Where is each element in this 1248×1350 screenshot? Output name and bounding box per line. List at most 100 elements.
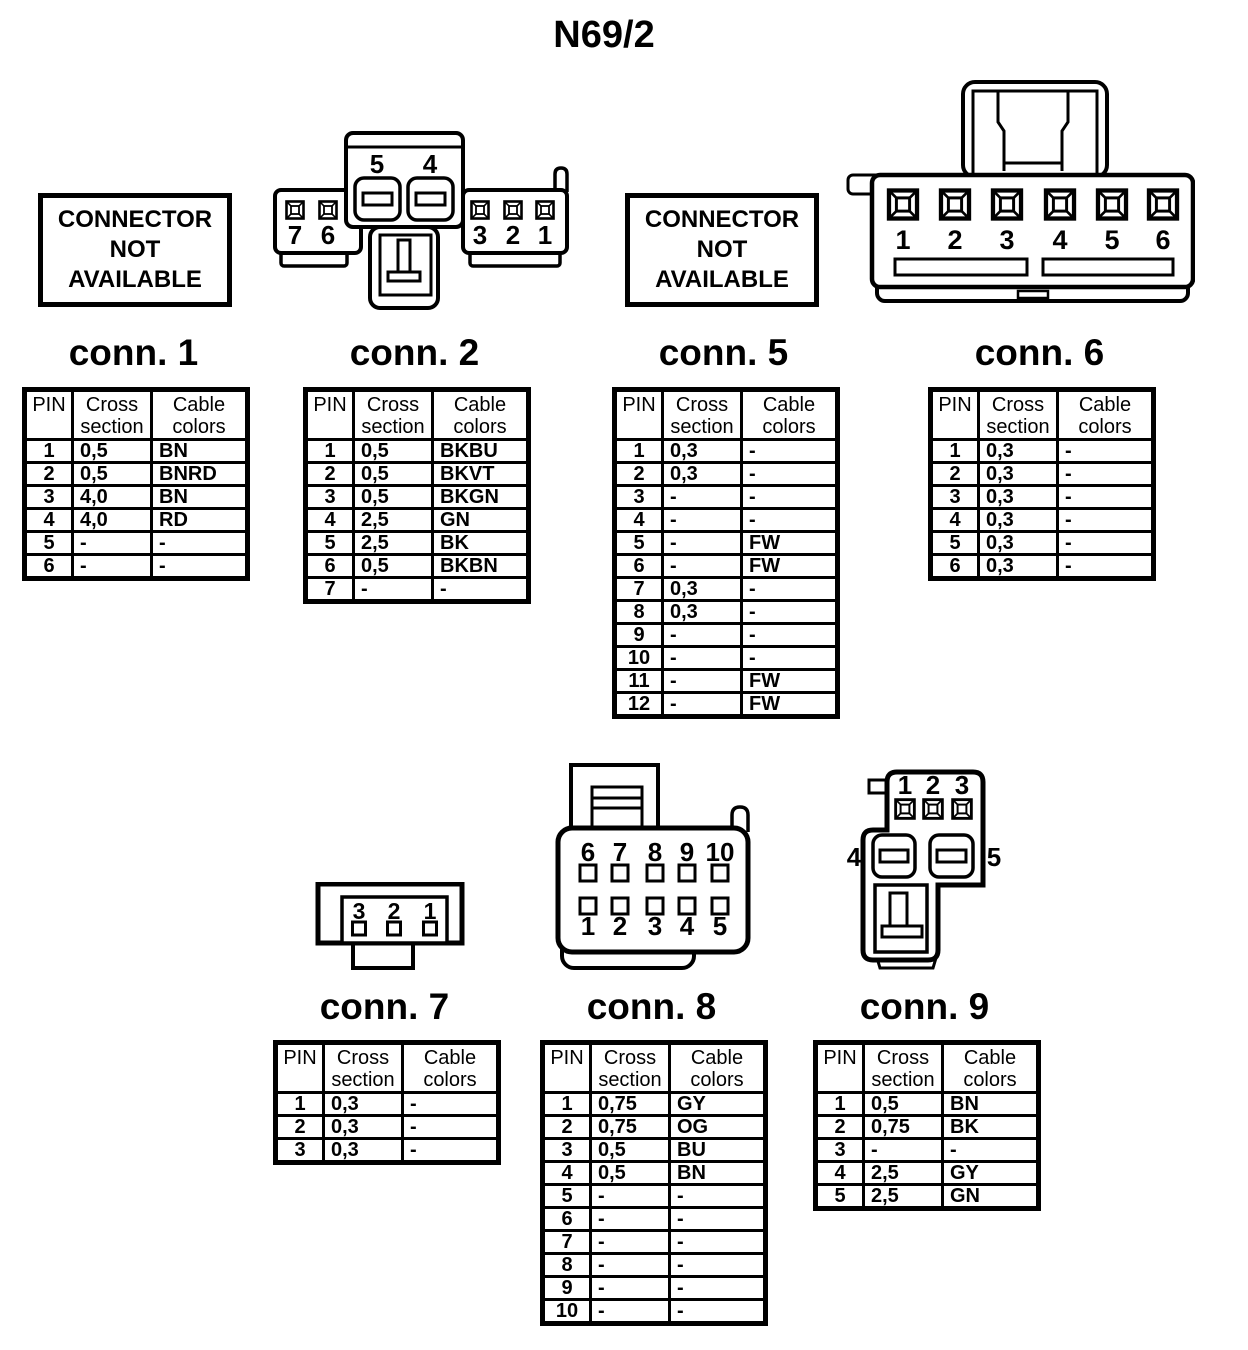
cross-section-cell: 0,75 xyxy=(589,1114,671,1140)
connector-label-conn8: conn. 8 xyxy=(586,986,717,1027)
cross-section-cell: 0,3 xyxy=(977,438,1059,464)
table-row: 10-- xyxy=(541,1298,767,1325)
pin-socket xyxy=(941,190,969,218)
table-row: 10-- xyxy=(613,645,839,671)
cable-colors-header: Cable colors xyxy=(1056,388,1155,441)
cable-color-cell: - xyxy=(740,484,839,510)
pin-cell: 5 xyxy=(23,530,74,556)
pin-socket xyxy=(894,798,916,820)
cross-section-cell: 2,5 xyxy=(352,507,434,533)
cable-color-cell: - xyxy=(668,1275,767,1301)
pin-cell: 2 xyxy=(613,461,664,487)
cable-color-cell: - xyxy=(401,1114,500,1140)
pin-label: 8 xyxy=(648,837,662,867)
cross-section-cell: - xyxy=(589,1252,671,1278)
pin-cell: 1 xyxy=(929,438,980,464)
cross-section-cell: 0,3 xyxy=(661,438,743,464)
pin-cell: 1 xyxy=(274,1091,325,1117)
pin-label: 4 xyxy=(680,911,695,941)
pin-label: 6 xyxy=(321,220,335,250)
pin-label: 10 xyxy=(706,837,735,867)
cable-colors-header: Cable colors xyxy=(431,388,530,441)
pin-label: 2 xyxy=(506,220,520,250)
conn6-drawing: 1 2 3 4 5 6 xyxy=(846,80,1195,303)
cross-section-cell: 0,5 xyxy=(352,553,434,579)
pin-cell: 11 xyxy=(613,668,664,694)
pin-socket xyxy=(951,798,973,820)
cable-color-cell: - xyxy=(150,553,249,580)
pin-label: 1 xyxy=(898,770,912,800)
pin-cell: 5 xyxy=(304,530,355,556)
cable-color-cell: - xyxy=(740,438,839,464)
cross-section-cell: 2,5 xyxy=(862,1183,944,1210)
connector-label-conn1: conn. 1 xyxy=(68,332,199,373)
cross-section-header: Cross section xyxy=(661,388,743,441)
pin-cell: 1 xyxy=(613,438,664,464)
pin-cell: 5 xyxy=(541,1183,592,1209)
cable-color-cell: - xyxy=(740,461,839,487)
pin-cell: 4 xyxy=(929,507,980,533)
pin-header: PIN xyxy=(929,388,980,441)
cross-section-cell: 0,5 xyxy=(589,1137,671,1163)
pin-label: 2 xyxy=(926,770,940,800)
cable-color-cell: GN xyxy=(431,507,530,533)
pin-label: 2 xyxy=(388,898,401,924)
pin-cell: 3 xyxy=(23,484,74,510)
pin-cell: 12 xyxy=(613,691,664,718)
cross-section-header: Cross section xyxy=(589,1041,671,1094)
cross-section-cell: 4,0 xyxy=(71,507,153,533)
pin-cell: 8 xyxy=(541,1252,592,1278)
cross-section-cell: 0,3 xyxy=(977,461,1059,487)
connector-not-available-box: CONNECTOR NOT AVAILABLE xyxy=(625,193,819,307)
cross-section-cell: 0,5 xyxy=(352,484,434,510)
cable-color-cell: GN xyxy=(941,1183,1040,1210)
pin-header: PIN xyxy=(613,388,664,441)
pin-cell: 7 xyxy=(304,576,355,603)
pin-label: 6 xyxy=(581,837,595,867)
cable-color-cell: BK xyxy=(431,530,530,556)
cross-section-cell: 0,5 xyxy=(352,461,434,487)
pin-label: 2 xyxy=(613,911,627,941)
pin-cell: 7 xyxy=(613,576,664,602)
pin-cell: 6 xyxy=(613,553,664,579)
pin-cell: 4 xyxy=(304,507,355,533)
cable-colors-header: Cable colors xyxy=(401,1041,500,1094)
cable-color-cell: BU xyxy=(668,1137,767,1163)
cable-color-cell: BN xyxy=(150,438,249,464)
cable-color-cell: - xyxy=(740,599,839,625)
cross-section-cell: 4,0 xyxy=(71,484,153,510)
conn9-drawing: 1 2 3 4 5 xyxy=(847,769,1001,970)
connector-label-conn9: conn. 9 xyxy=(859,986,990,1027)
cross-section-cell: - xyxy=(661,553,743,579)
table-row: 3-- xyxy=(613,484,839,510)
cable-color-cell: RD xyxy=(150,507,249,533)
pin-header: PIN xyxy=(814,1041,865,1094)
pin-cell: 3 xyxy=(541,1137,592,1163)
table-row: 6-- xyxy=(541,1206,767,1232)
cable-colors-header: Cable colors xyxy=(740,388,839,441)
pin-label: 3 xyxy=(955,770,969,800)
cross-section-cell: 0,75 xyxy=(862,1114,944,1140)
pin-socket xyxy=(1046,190,1074,218)
pin-label: 3 xyxy=(353,898,366,924)
pin-label: 4 xyxy=(1052,225,1067,255)
cable-color-cell: BN xyxy=(941,1091,1040,1117)
cable-color-cell: OG xyxy=(668,1114,767,1140)
connector-label-conn6: conn. 6 xyxy=(974,332,1105,373)
pin-label: 3 xyxy=(648,911,662,941)
pin-cell: 9 xyxy=(613,622,664,648)
